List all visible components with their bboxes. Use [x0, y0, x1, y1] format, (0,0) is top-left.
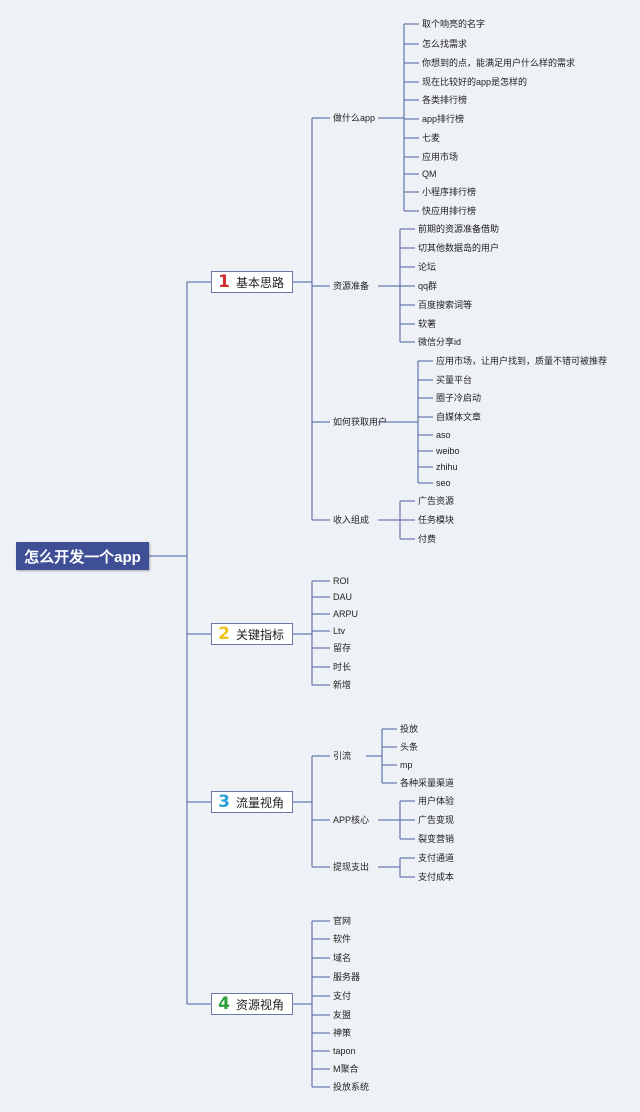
leaf-item[interactable]: 头条 — [400, 742, 419, 752]
leaf-item[interactable]: 怎么找需求 — [422, 39, 468, 49]
leaf-item[interactable]: zhihu — [436, 462, 458, 472]
sub-topic[interactable]: 收入组成 — [333, 515, 370, 525]
root-node[interactable]: 怎么开发一个app — [16, 542, 149, 570]
leaf-item[interactable]: 新增 — [333, 680, 352, 690]
leaf-item[interactable]: 应用市场，让用户找到，质量不错可被推荐 — [436, 356, 608, 366]
sub-topic[interactable]: 如何获取用户 — [333, 417, 388, 427]
leaf-item[interactable]: 神策 — [333, 1028, 352, 1038]
leaf-item[interactable]: 支付 — [333, 991, 352, 1001]
leaf-item[interactable]: 任务模块 — [418, 515, 455, 525]
branch-node-2[interactable]: 2 关键指标 — [211, 623, 293, 645]
leaf-item[interactable]: 你想到的点，能满足用户什么样的需求 — [422, 58, 576, 68]
leaf-item[interactable]: 官网 — [333, 916, 352, 926]
leaf-item[interactable]: 友盟 — [333, 1010, 352, 1020]
branch-number: 4 — [218, 994, 230, 1014]
leaf-item[interactable]: seo — [436, 478, 451, 488]
sub-topic[interactable]: 做什么app — [333, 113, 376, 123]
leaf-item[interactable]: 服务器 — [333, 972, 361, 982]
leaf-item[interactable]: M聚合 — [333, 1064, 359, 1074]
leaf-item[interactable]: 投放 — [400, 724, 419, 734]
leaf-item[interactable]: aso — [436, 430, 451, 440]
branch-number: 3 — [218, 792, 230, 812]
branch-node-3[interactable]: 3 流量视角 — [211, 791, 293, 813]
leaf-item[interactable]: tapon — [333, 1046, 356, 1056]
leaf-item[interactable]: Ltv — [333, 626, 346, 636]
leaf-item[interactable]: 留存 — [333, 643, 352, 653]
leaf-item[interactable]: DAU — [333, 592, 353, 602]
branch-number: 2 — [218, 624, 230, 644]
sub-topic[interactable]: 资源准备 — [333, 281, 370, 291]
leaf-item[interactable]: 支付通道 — [418, 853, 455, 863]
leaf-item[interactable]: 广告资源 — [418, 496, 455, 506]
leaf-item[interactable]: 应用市场 — [422, 152, 459, 162]
leaf-item[interactable]: 圈子冷启动 — [436, 393, 482, 403]
leaf-item[interactable]: 七麦 — [422, 133, 441, 143]
leaf-item[interactable]: ARPU — [333, 609, 359, 619]
branch-label: 流量视角 — [236, 795, 285, 810]
branch-label: 关键指标 — [236, 627, 285, 642]
leaf-item[interactable]: 自媒体文章 — [436, 412, 482, 422]
leaf-item[interactable]: 快应用排行榜 — [422, 206, 477, 216]
leaf-item[interactable]: 投放系统 — [333, 1082, 370, 1092]
leaf-item[interactable]: weibo — [436, 446, 460, 456]
leaf-item[interactable]: 各类排行榜 — [422, 95, 468, 105]
leaf-item[interactable]: qq群 — [418, 281, 438, 291]
leaf-item[interactable]: QM — [422, 169, 437, 179]
leaf-item[interactable]: 现在比较好的app是怎样的 — [422, 77, 528, 87]
branch-node-1[interactable]: 1 基本思路 — [211, 271, 293, 293]
leaf-item[interactable]: 裂变营销 — [418, 834, 455, 844]
leaf-item[interactable]: 广告变现 — [418, 815, 455, 825]
leaf-item[interactable]: mp — [400, 760, 413, 770]
branch-number: 1 — [218, 272, 230, 292]
leaf-item[interactable]: app排行榜 — [422, 114, 465, 124]
leaf-item[interactable]: 时长 — [333, 662, 352, 672]
leaf-item[interactable]: 付费 — [418, 534, 437, 544]
branch-label: 资源视角 — [236, 997, 285, 1012]
leaf-item[interactable]: ROI — [333, 576, 350, 586]
branch-node-4[interactable]: 4 资源视角 — [211, 993, 293, 1015]
leaf-item[interactable]: 切其他数据岛的用户 — [418, 243, 500, 253]
leaf-item[interactable]: 前期的资源准备借助 — [418, 224, 500, 234]
leaf-item[interactable]: 支付成本 — [418, 872, 455, 882]
leaf-item[interactable]: 软件 — [333, 934, 352, 944]
leaf-item[interactable]: 论坛 — [418, 262, 437, 272]
leaf-item[interactable]: 用户体验 — [418, 796, 455, 806]
leaf-item[interactable]: 各种采量渠道 — [400, 778, 455, 788]
leaf-item[interactable]: 域名 — [333, 953, 352, 963]
leaf-item[interactable]: 软著 — [418, 319, 437, 329]
leaf-item[interactable]: 买量平台 — [436, 375, 473, 385]
branch-label: 基本思路 — [236, 275, 285, 290]
leaf-item[interactable]: 取个响亮的名字 — [422, 19, 486, 29]
sub-topic[interactable]: 提现支出 — [333, 862, 370, 872]
sub-topic[interactable]: APP核心 — [333, 815, 370, 825]
leaf-item[interactable]: 小程序排行榜 — [422, 187, 477, 197]
leaf-item[interactable]: 微信分享id — [418, 337, 462, 347]
leaf-item[interactable]: 百度搜索词等 — [418, 300, 473, 310]
sub-topic[interactable]: 引流 — [333, 751, 352, 761]
